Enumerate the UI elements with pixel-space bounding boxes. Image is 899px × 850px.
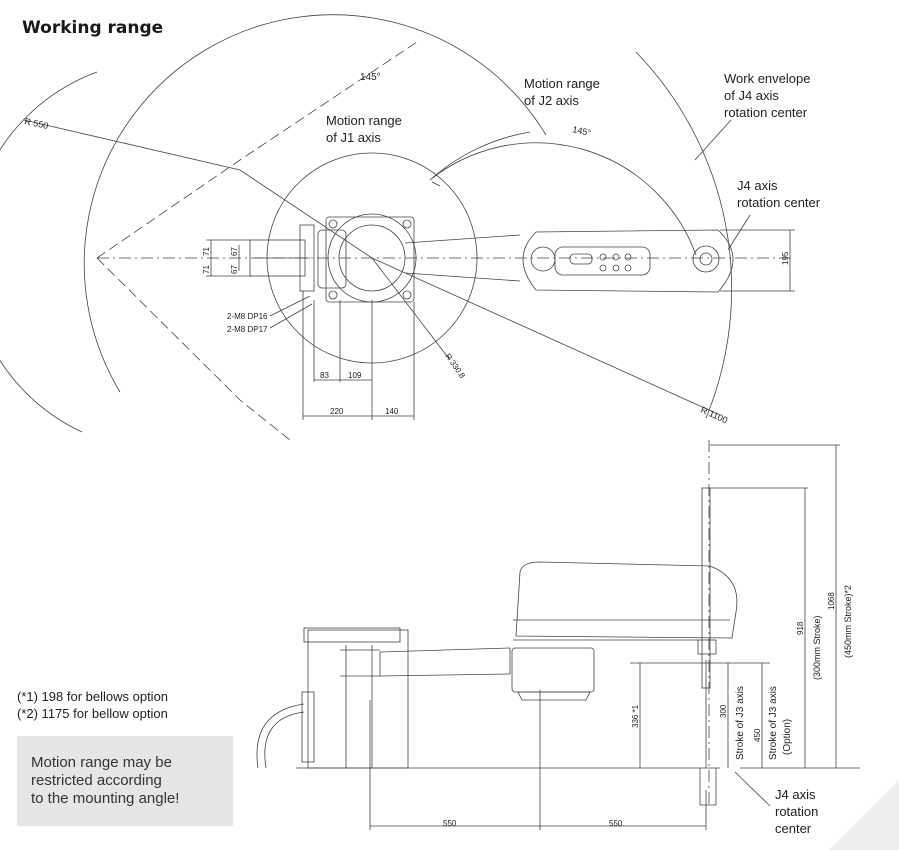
angle-j1-label: 145° bbox=[360, 72, 381, 83]
r3308-leader bbox=[371, 257, 451, 361]
r1100-leader bbox=[371, 257, 721, 416]
work-envelope-label-3: rotation center bbox=[724, 105, 808, 120]
j4-arc-pointer bbox=[431, 181, 441, 187]
j4-shaft bbox=[692, 245, 720, 273]
dim-336: 336 *1 bbox=[631, 704, 640, 728]
notice-line-2: restricted according bbox=[31, 772, 162, 789]
side-j4-label-1: J4 axis bbox=[775, 787, 816, 802]
page-corner-decoration bbox=[829, 780, 899, 850]
j2-upper-arc bbox=[429, 142, 697, 256]
footnote-1: (*1) 198 for bellows option bbox=[17, 689, 169, 704]
r1100-label: R 1100 bbox=[699, 405, 729, 426]
side-j4-label-2: rotation bbox=[775, 804, 818, 819]
dim-918-stroke: (300mm Stroke) bbox=[812, 615, 822, 680]
r550-label: R 550 bbox=[24, 116, 50, 131]
dim-195: 195 bbox=[781, 251, 790, 265]
dim-71-lower: 71 bbox=[202, 265, 211, 274]
mounting-angle-notice: Motion range may be restricted according… bbox=[17, 736, 233, 826]
dim-109: 109 bbox=[348, 371, 362, 380]
j2-motion-arc bbox=[83, 14, 547, 393]
dim-83: 83 bbox=[320, 371, 329, 380]
hole-label-dp16: 2-M8 DP16 bbox=[227, 312, 268, 321]
work-envelope-label-1: Work envelope bbox=[724, 71, 810, 86]
notice-line-3: to the mounting angle! bbox=[31, 790, 180, 807]
dim-918: 918 bbox=[796, 621, 805, 635]
j1-joint bbox=[338, 224, 406, 292]
dim-300: 300 bbox=[719, 704, 728, 718]
motion-j2-label-2: of J2 axis bbox=[524, 93, 579, 108]
j4-center-label-1: J4 axis bbox=[737, 178, 778, 193]
dim-300-stroke: Stroke of J3 axis bbox=[735, 686, 746, 760]
work-envelope-label-2: of J4 axis bbox=[724, 88, 779, 103]
dim-67-upper: 67 bbox=[230, 247, 239, 256]
motion-j1-label-1: Motion range bbox=[326, 113, 402, 128]
dim-1068-stroke: (450mm Stroke)*2 bbox=[843, 585, 853, 658]
dim-1068: 1068 bbox=[827, 592, 836, 610]
dim-550-left: 550 bbox=[443, 819, 457, 828]
dim-71-upper: 71 bbox=[202, 247, 211, 256]
side-j4-label-3: center bbox=[775, 821, 812, 836]
side-arm-2 bbox=[515, 561, 738, 639]
envelope-arc-r1100 bbox=[635, 51, 733, 419]
r550-leader bbox=[23, 119, 373, 259]
dim-450-stroke: Stroke of J3 axis bbox=[768, 686, 779, 760]
dim-550-right: 550 bbox=[609, 819, 623, 828]
motion-j2-label-1: Motion range bbox=[524, 76, 600, 91]
j4-center-label-2: rotation center bbox=[737, 195, 821, 210]
dim-220: 220 bbox=[330, 407, 344, 416]
range-line-upper bbox=[96, 39, 421, 259]
range-line-lower bbox=[96, 257, 291, 441]
base-column bbox=[307, 629, 409, 769]
notice-line-1: Motion range may be bbox=[31, 754, 172, 771]
dim-450-option: (Option) bbox=[782, 719, 793, 755]
arm-1 bbox=[404, 234, 521, 282]
hole-label-dp17: 2-M8 DP17 bbox=[227, 325, 268, 334]
dim-140: 140 bbox=[385, 407, 399, 416]
angle-j2-label: 145° bbox=[572, 124, 593, 138]
dim-67-lower: 67 bbox=[230, 265, 239, 274]
motion-j1-label-2: of J1 axis bbox=[326, 130, 381, 145]
envelope-arc-r550 bbox=[0, 71, 98, 433]
page-title: Working range bbox=[22, 18, 164, 38]
footnote-2: (*2) 1175 for bellow option bbox=[17, 706, 168, 721]
arm-2 bbox=[522, 229, 734, 293]
dim-450: 450 bbox=[753, 728, 762, 742]
side-arm-1 bbox=[379, 647, 511, 677]
r3308-label: R 330.8 bbox=[443, 352, 467, 381]
